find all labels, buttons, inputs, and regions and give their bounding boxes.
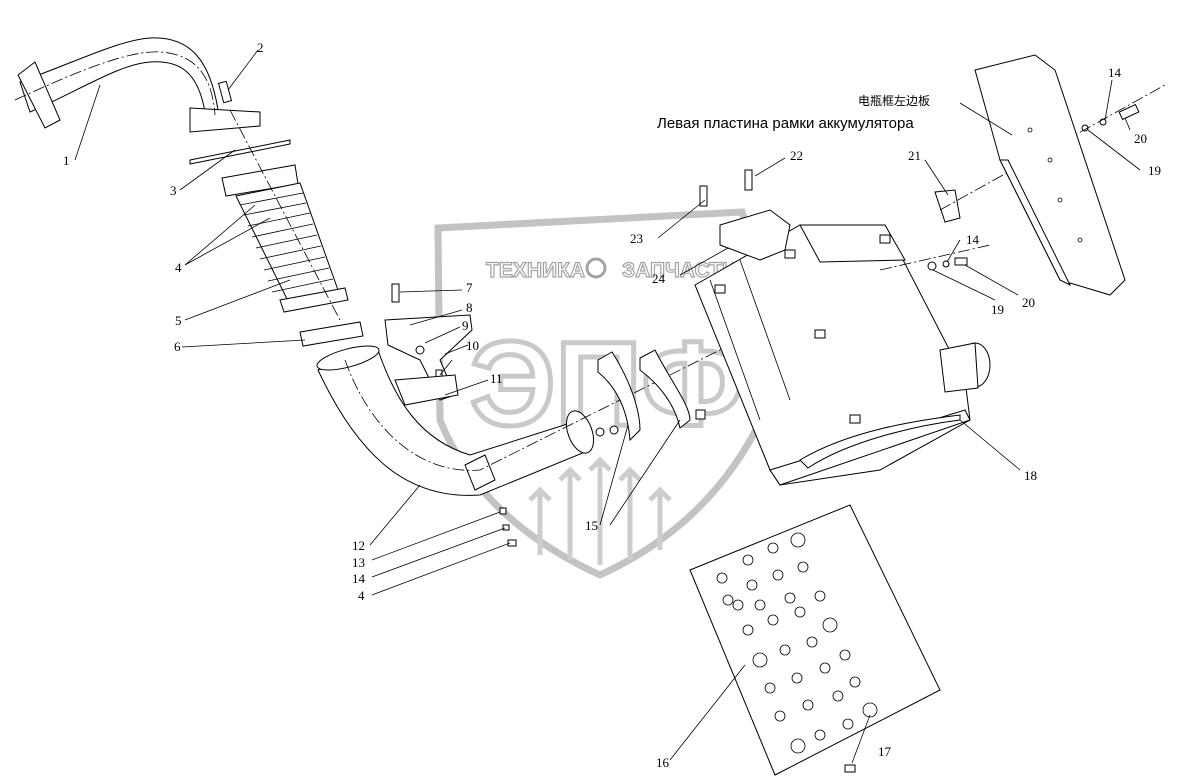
callout-14-lower: 14 [352,571,366,586]
callout-6: 6 [174,339,181,354]
callout-14-middle: 14 [966,232,980,247]
callout-14-upper: 14 [1108,65,1122,80]
callout-17: 17 [878,744,892,759]
watermark: ТЕХНИКА ЗАПЧАСТИ ЭПФ [434,208,774,579]
part-6-flange [299,321,364,347]
callout-5: 5 [175,313,182,328]
callout-10: 10 [466,338,479,353]
callout-21: 21 [908,148,921,163]
annotation-chinese: 电瓶框左边板 [858,93,930,108]
part-16-heat-shield [689,504,941,776]
part-3-gasket [189,139,291,165]
callout-20-middle: 20 [1022,295,1035,310]
watermark-gear-icon [585,257,607,279]
callout-8: 8 [466,300,473,315]
callout-9: 9 [462,318,469,333]
watermark-logo: ЭПФ [470,317,744,451]
watermark-brand-left: ТЕХНИКА [486,259,585,282]
callout-24: 24 [652,271,666,286]
callout-labels: 1 2 3 4 5 6 7 8 9 10 11 12 13 14 4 15 16… [63,40,1161,770]
callout-12: 12 [352,538,365,553]
callout-20-upper: 20 [1134,131,1147,146]
callout-18: 18 [1024,468,1037,483]
part-4-5-bellows [221,109,349,321]
callout-16: 16 [656,755,670,770]
callout-1: 1 [63,153,70,168]
battery-frame-left-plate [974,54,1126,296]
callout-19-middle: 19 [991,302,1004,317]
part-13-14-fasteners [499,507,517,547]
part-19-21-fasteners [879,84,1166,271]
watermark-wheat-icon [528,456,672,565]
annotation-russian: Левая пластина рамки аккумулятора [657,115,914,132]
callout-11: 11 [490,371,503,386]
part-1-curved-pipe [14,37,261,133]
callout-15: 15 [585,518,598,533]
part-15-clamps [595,349,706,442]
callout-13: 13 [352,555,365,570]
part-2-bolt [217,80,233,104]
callout-3: 3 [170,183,177,198]
callout-7: 7 [466,280,473,295]
callout-2: 2 [257,40,264,55]
leader-lines [74,49,1141,764]
callout-22: 22 [790,148,803,163]
callout-19-upper: 19 [1148,163,1161,178]
callout-4-lower: 4 [358,588,365,603]
callout-23: 23 [630,231,643,246]
battery-plate-annotation: 电瓶框左边板 Левая пластина рамки аккумулятора [657,93,930,132]
heat-shield-holes [716,532,878,754]
part-18-muffler [694,169,991,486]
callout-4-upper: 4 [175,260,182,275]
part-12-elbow-pipe [316,329,761,496]
